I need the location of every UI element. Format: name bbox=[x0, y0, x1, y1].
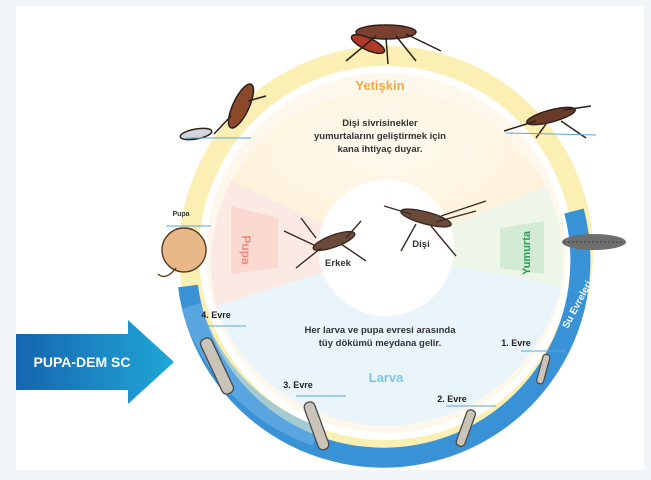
pupa-small-label: Pupa bbox=[172, 211, 189, 218]
stage-label-egg: Yumurta bbox=[521, 230, 533, 275]
adult-note-line1: Dişi sivrisinekler bbox=[342, 118, 418, 129]
male-label: Erkek bbox=[325, 258, 352, 269]
stage-label-pupa: Pupa bbox=[239, 235, 253, 265]
instar-1-label: 1. Evre bbox=[501, 338, 531, 348]
pupa-icon bbox=[158, 226, 211, 276]
adult-note-line2: yumurtalarını geliştirmek için bbox=[314, 131, 446, 142]
product-arrow-label: PUPA-DEM SC bbox=[34, 354, 131, 370]
stage-label-larva: Larva bbox=[369, 370, 404, 385]
egg-raft-icon bbox=[562, 234, 626, 250]
stage-label-adult: Yetişkin bbox=[355, 78, 404, 93]
instar-2-label: 2. Evre bbox=[437, 394, 467, 404]
center-circle bbox=[318, 180, 454, 316]
larva-note-line1: Her larva ve pupa evresi arasında bbox=[304, 325, 456, 336]
product-arrow: PUPA-DEM SC bbox=[16, 320, 174, 404]
adult-note-line3: kana ihtiyaç duyar. bbox=[337, 144, 422, 155]
diagram-canvas: Yetişkin Yumurta Pupa Larva Dişi sivrisi… bbox=[16, 6, 644, 470]
lifecycle-diagram: Yetişkin Yumurta Pupa Larva Dişi sivrisi… bbox=[16, 6, 644, 470]
instar-4-label: 4. Evre bbox=[201, 310, 231, 320]
instar-3-label: 3. Evre bbox=[283, 380, 313, 390]
larva-note-line2: tüy dökümü meydana gelir. bbox=[319, 338, 441, 349]
female-label: Dişi bbox=[412, 239, 429, 250]
